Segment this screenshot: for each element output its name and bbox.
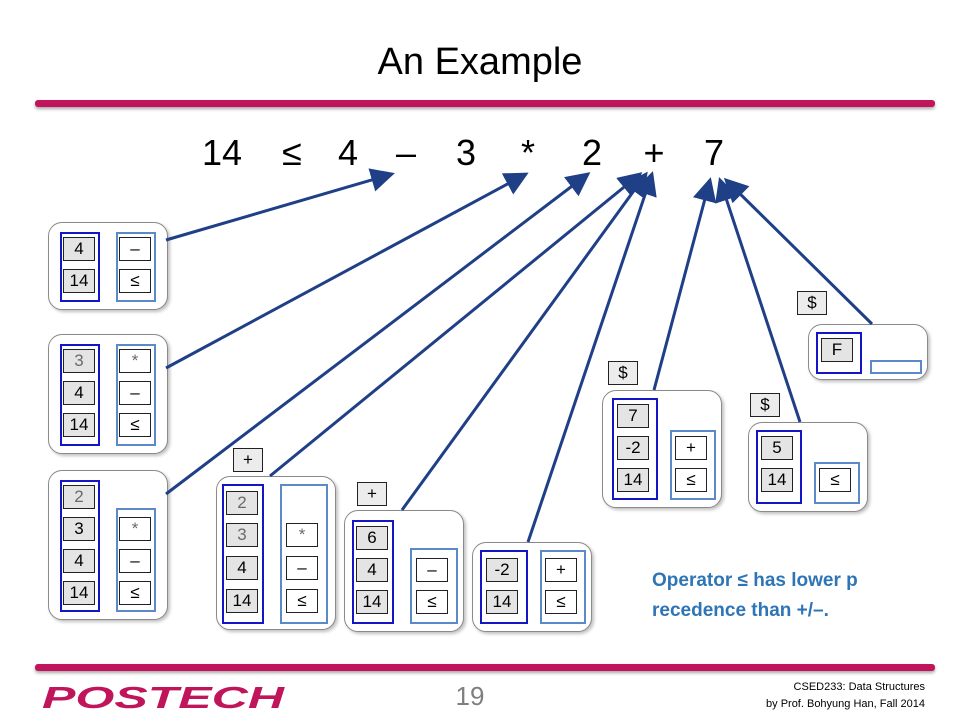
operand-stack-5 xyxy=(352,520,394,624)
operator-cell: ≤ xyxy=(119,413,151,437)
operand-cell: 2 xyxy=(63,485,95,509)
operand-stack-3 xyxy=(60,480,100,612)
operand-cell: 14 xyxy=(63,581,95,605)
operator-cell: * xyxy=(119,517,151,541)
course-instructor: by Prof. Bohyung Han, Fall 2014 xyxy=(766,698,925,710)
course-info: CSED233: Data Structures by Prof. Bohyun… xyxy=(680,679,925,713)
operand-stack-4 xyxy=(222,484,264,624)
operator-stack-4 xyxy=(280,484,328,624)
operator-stack-7 xyxy=(670,430,716,500)
operator-cell: ≤ xyxy=(675,468,707,492)
note-line-2: recedence than +/–. xyxy=(652,600,829,621)
operand-cell: 4 xyxy=(63,381,95,405)
operator-stack-8 xyxy=(814,462,860,504)
stack-group-6 xyxy=(472,542,592,632)
operand-cell: 3 xyxy=(63,517,95,541)
operator-stack-9 xyxy=(870,360,922,374)
end-marker-tag: $ xyxy=(608,361,638,385)
arrow-stack9-to-seven xyxy=(723,177,874,326)
course-title: CSED233: Data Structures xyxy=(793,681,925,693)
lookahead-tag: + xyxy=(357,482,387,506)
operand-cell: 3 xyxy=(226,523,258,547)
arrow-stack8-to-seven xyxy=(715,177,802,423)
operator-cell: – xyxy=(119,381,151,405)
postech-logo: POSTECH xyxy=(42,680,285,715)
operand-cell: 14 xyxy=(617,468,649,492)
operand-cell: 3 xyxy=(63,349,95,373)
operator-cell: ≤ xyxy=(119,269,151,293)
operator-cell: + xyxy=(545,558,577,582)
arrow-stack2-to-times xyxy=(165,172,529,370)
lookahead-tag: + xyxy=(233,448,263,472)
slide-title: An Example xyxy=(377,41,583,83)
operand-stack-2 xyxy=(60,344,100,446)
operator-stack-1 xyxy=(116,232,156,302)
operand-cell: 6 xyxy=(356,526,388,550)
operand-cell: 14 xyxy=(63,269,95,293)
end-marker-tag: $ xyxy=(750,393,780,417)
operator-cell: ≤ xyxy=(545,590,577,614)
operand-stack-8 xyxy=(756,430,802,504)
operand-cell: -2 xyxy=(617,436,649,460)
arrow-stack5-to-plus xyxy=(400,171,648,511)
operator-cell: – xyxy=(416,558,448,582)
arrow-stack4-to-plus xyxy=(269,172,643,478)
expr-token: + xyxy=(643,132,665,173)
arrow-stack6-to-plus xyxy=(526,171,657,543)
expr-token: 2 xyxy=(581,132,603,173)
expr-token: 7 xyxy=(703,132,725,173)
operand-cell: 2 xyxy=(226,491,258,515)
operator-cell: ≤ xyxy=(286,589,318,613)
operator-stack-3 xyxy=(116,508,156,612)
top-divider xyxy=(35,100,935,107)
arrow-stack7-to-seven xyxy=(652,177,717,391)
operand-cell: 7 xyxy=(617,404,649,428)
operand-cell: 14 xyxy=(356,590,388,614)
operator-cell: ≤ xyxy=(819,468,851,492)
operator-cell: ≤ xyxy=(416,590,448,614)
note-line-1: Operator ≤ has lower p xyxy=(652,570,858,591)
stack-group-1 xyxy=(48,222,168,310)
operand-cell: F xyxy=(821,338,853,362)
operand-cell: 14 xyxy=(226,589,258,613)
operand-cell: 4 xyxy=(226,556,258,580)
operand-stack-1 xyxy=(60,232,100,302)
operand-cell: 4 xyxy=(63,549,95,573)
operator-stack-2 xyxy=(116,344,156,446)
operator-cell: * xyxy=(286,523,318,547)
operator-cell: – xyxy=(119,549,151,573)
operand-stack-9 xyxy=(816,332,862,374)
operator-cell: – xyxy=(286,556,318,580)
operand-stack-7 xyxy=(612,398,658,500)
logo-text: POSTECH xyxy=(42,680,285,715)
end-marker-tag: $ xyxy=(797,291,827,315)
operator-cell: – xyxy=(119,237,151,261)
operator-cell: * xyxy=(119,349,151,373)
operand-cell: 4 xyxy=(63,237,95,261)
operator-cell: ≤ xyxy=(119,581,151,605)
arrow-stack3-to-two xyxy=(165,172,591,496)
operand-cell: 14 xyxy=(63,413,95,437)
expr-token: 3 xyxy=(455,132,477,173)
expr-token: * xyxy=(520,132,535,173)
operator-cell: + xyxy=(675,436,707,460)
precedence-note: Operator ≤ has lower p recedence than +/… xyxy=(652,566,892,626)
operand-cell: 14 xyxy=(486,590,518,614)
expr-token: 4 xyxy=(337,132,359,173)
expr-token: ≤ xyxy=(282,132,302,173)
operator-stack-5 xyxy=(410,548,458,624)
expr-token: 14 xyxy=(201,132,243,173)
operand-cell: 14 xyxy=(761,468,793,492)
operand-stack-6 xyxy=(480,550,528,624)
operand-cell: 5 xyxy=(761,436,793,460)
arrow-stack1-to-minus xyxy=(165,168,395,242)
operator-stack-6 xyxy=(540,550,586,624)
page-number: 19 xyxy=(455,681,485,711)
expr-token: – xyxy=(395,132,417,173)
operand-cell: -2 xyxy=(486,558,518,582)
operand-cell: 4 xyxy=(356,558,388,582)
bottom-divider xyxy=(35,664,935,671)
